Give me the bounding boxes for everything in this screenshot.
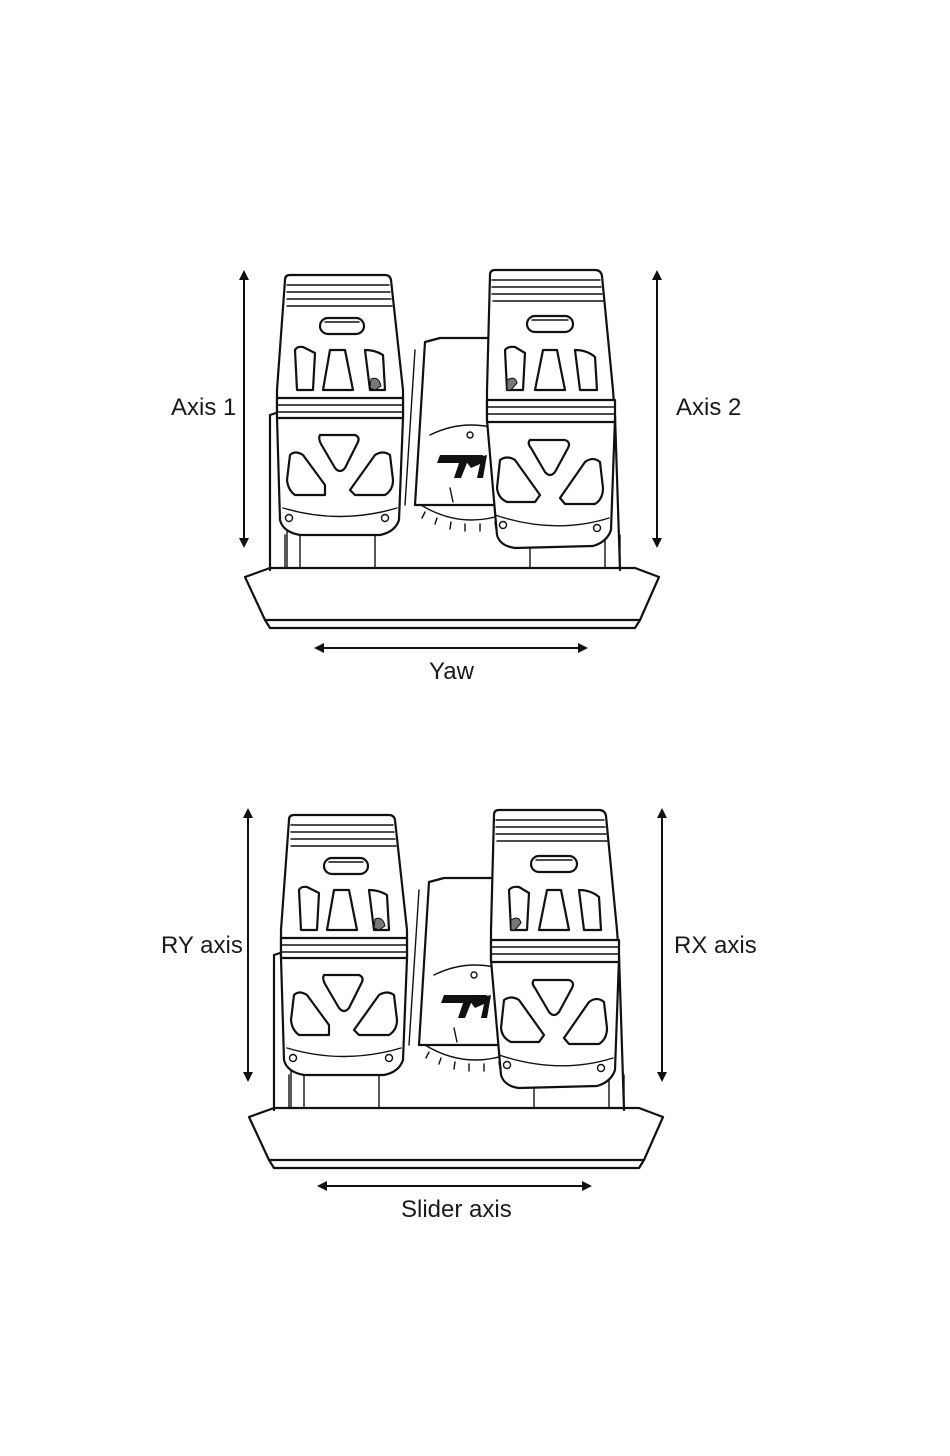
rudder-pedals-illustration: [0, 250, 950, 720]
bottom-axis-label: Slider axis: [401, 1198, 512, 1222]
double-arrow-vertical-icon: [243, 808, 253, 1082]
right-axis-label: RX axis: [674, 934, 757, 958]
pedal-unit-drawing: [245, 270, 659, 628]
pedal-diagram-axes: Axis 1 Axis 2 Yaw: [0, 250, 950, 720]
left-axis-label: Axis 1: [171, 396, 236, 420]
pedal-diagram-axes: RY axis RX axis Slider axis: [0, 790, 950, 1260]
double-arrow-vertical-icon: [657, 808, 667, 1082]
right-axis-label: Axis 2: [676, 396, 741, 420]
left-axis-label: RY axis: [161, 934, 243, 958]
double-arrow-vertical-icon: [652, 270, 662, 548]
double-arrow-horizontal-icon: [314, 643, 588, 653]
double-arrow-vertical-icon: [239, 270, 249, 548]
double-arrow-horizontal-icon: [317, 1181, 592, 1191]
pedal-unit-drawing: [249, 810, 663, 1168]
rudder-pedals-illustration: [0, 790, 950, 1260]
bottom-axis-label: Yaw: [429, 660, 474, 684]
